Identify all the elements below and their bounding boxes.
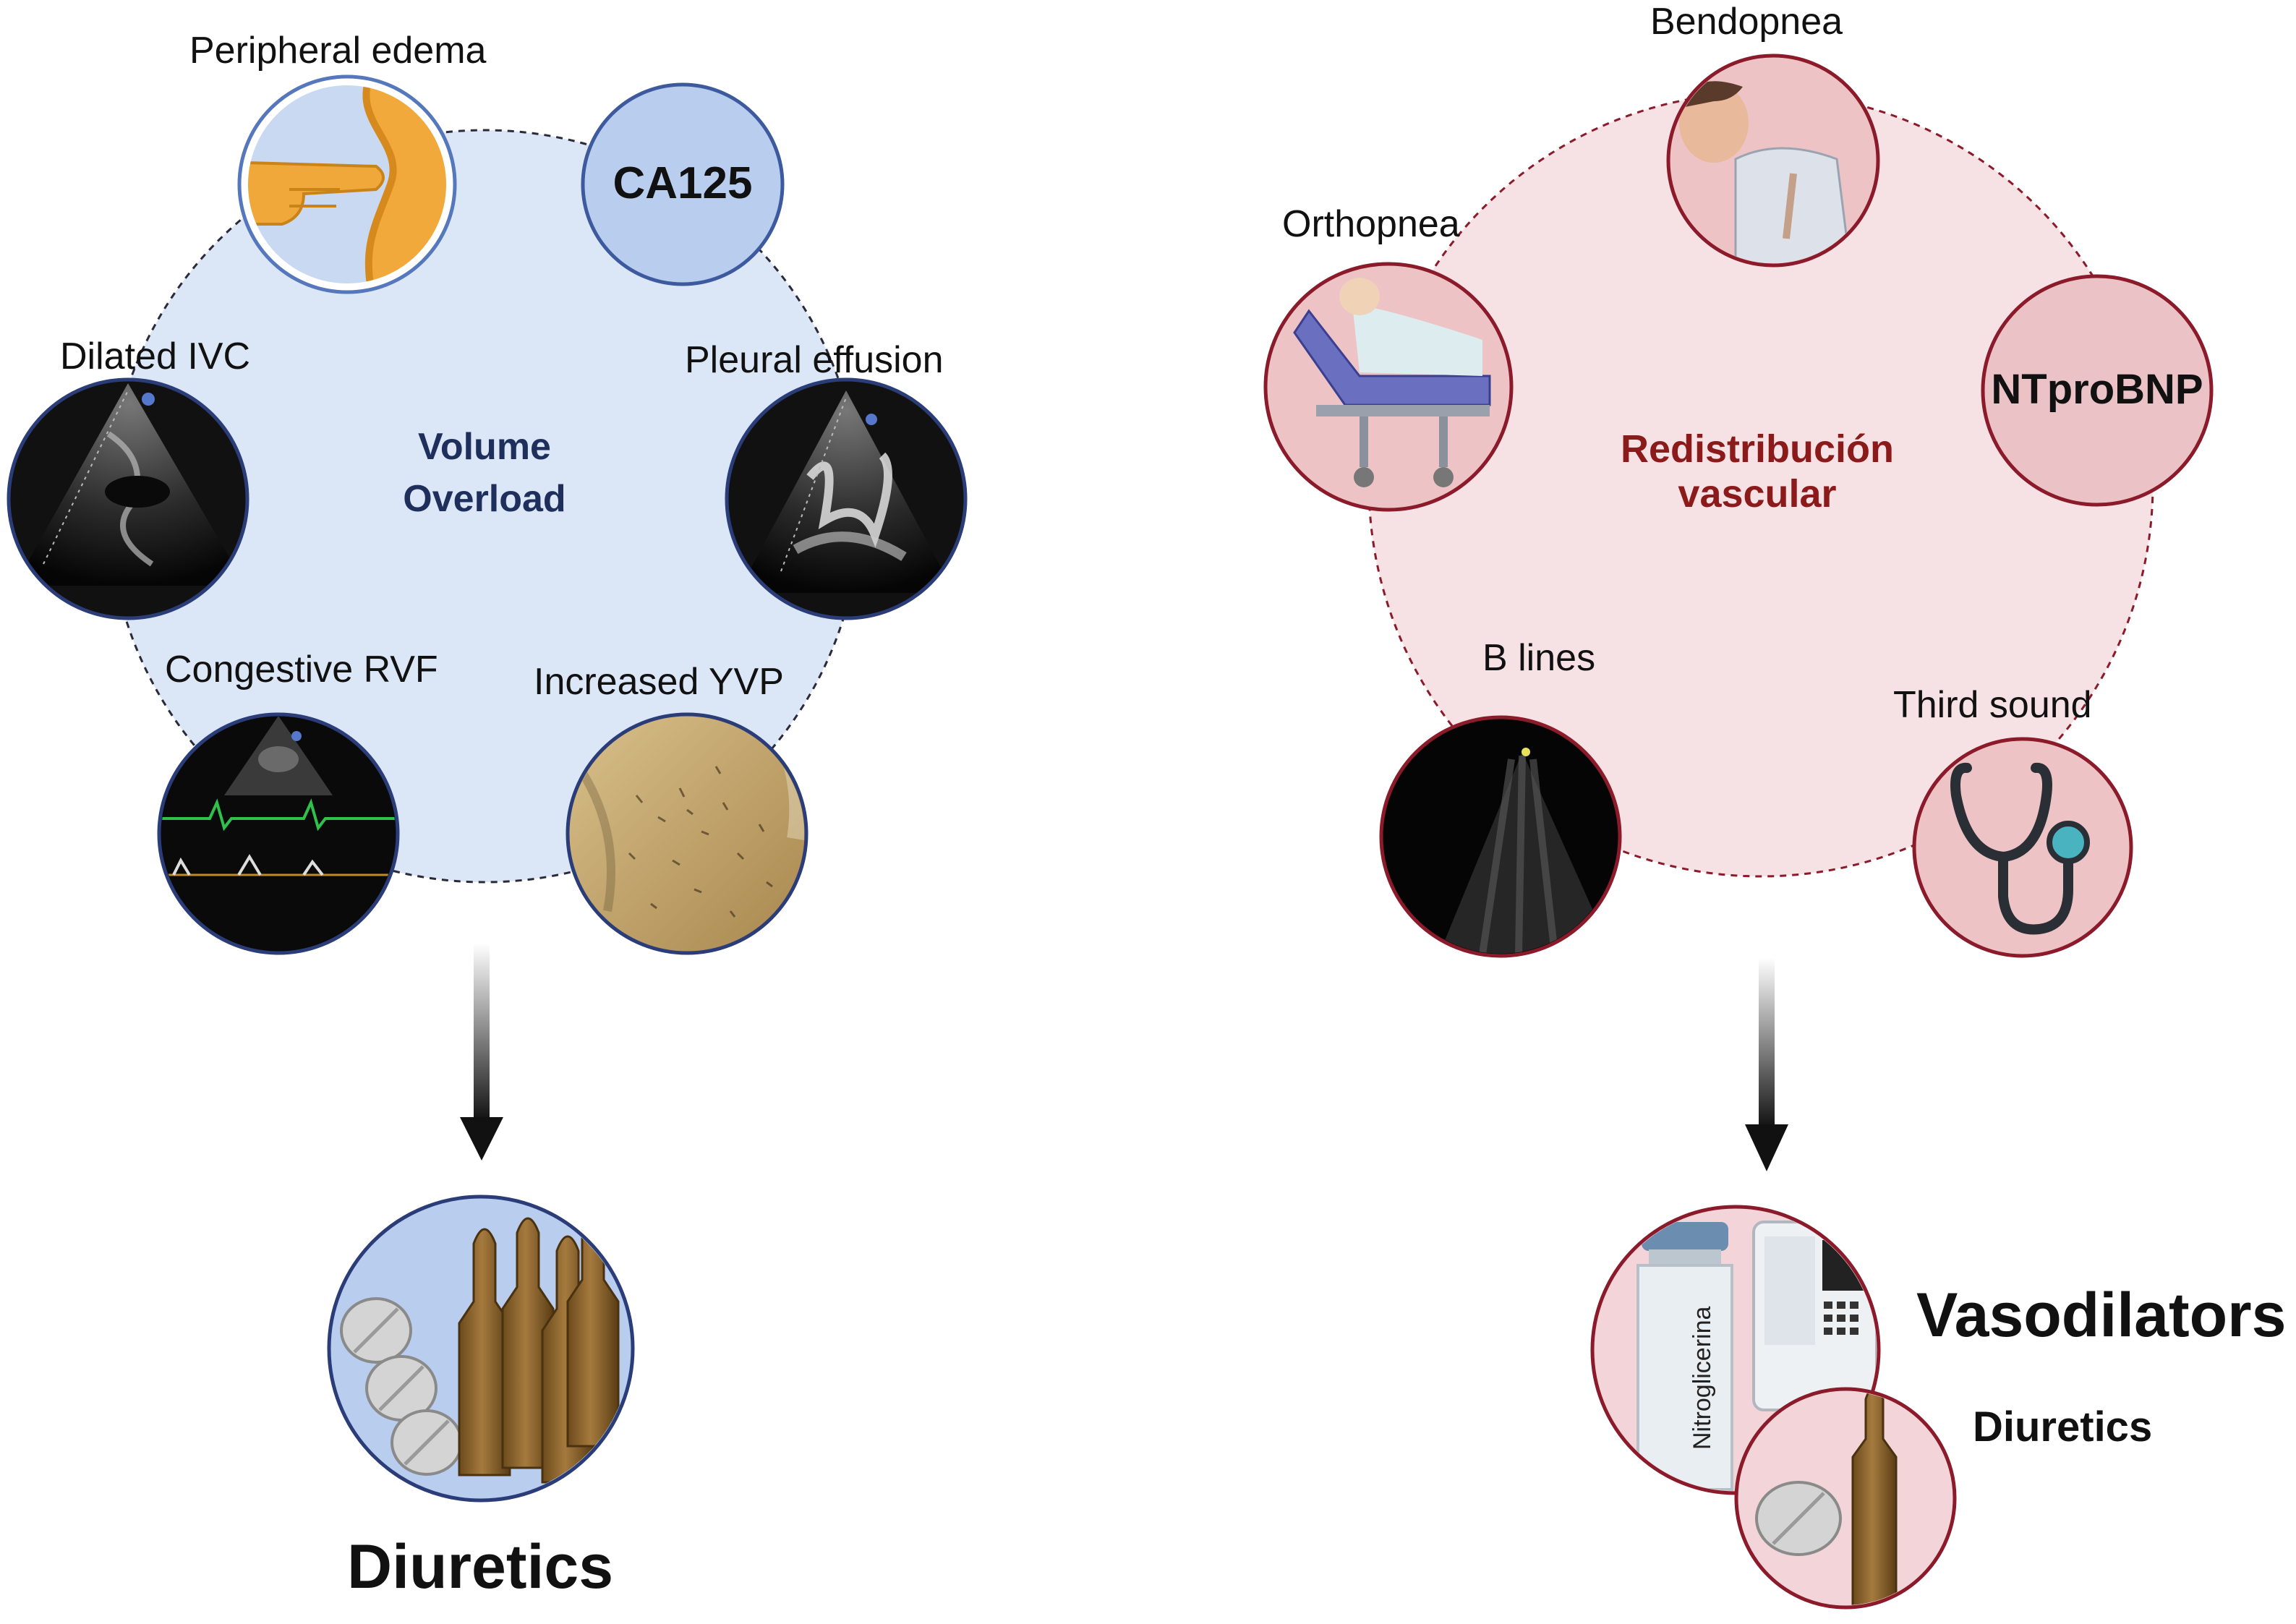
vial-icon xyxy=(1636,1264,1733,1491)
vasodilators-label: Vasodilators xyxy=(1916,1281,2287,1350)
congestive-rvf-doppler xyxy=(157,712,400,955)
ca125-node xyxy=(581,82,785,286)
orthopnea-illustration xyxy=(1263,262,1514,512)
congestive-rvf-label: Congestive RVF xyxy=(165,649,438,691)
third-sound-label: Third sound xyxy=(1893,684,2092,726)
stethoscope-illustration xyxy=(1912,737,2133,958)
increased-yvp-label: Increased YVP xyxy=(534,661,784,703)
pleural-effusion-ultrasound xyxy=(725,377,968,620)
increased-yvp-photo xyxy=(566,712,808,955)
arrow-to-diuretics xyxy=(460,944,503,1161)
peripheral-edema-label: Peripheral edema xyxy=(189,30,487,72)
b-lines-label: B lines xyxy=(1482,637,1596,679)
pleural-effusion-label: Pleural effusion xyxy=(685,339,944,381)
pointing-hand-icon xyxy=(247,161,385,226)
pill-icon xyxy=(340,1297,463,1476)
bendopnea-label: Bendopnea xyxy=(1650,1,1843,43)
diuretics-illustration xyxy=(327,1195,635,1503)
peripheral-edema-node xyxy=(237,74,457,294)
b-lines-ultrasound xyxy=(1379,715,1622,958)
diuretics-label: Diuretics xyxy=(347,1532,614,1602)
ntprobnp-label: NTproBNP xyxy=(1991,366,2203,413)
vial-label: Nitroglicerina xyxy=(1689,1306,1716,1450)
dilated-ivc-label: Dilated IVC xyxy=(60,336,250,377)
dilated-ivc-ultrasound xyxy=(7,377,249,620)
arrow-to-vasodilators xyxy=(1745,958,1788,1171)
ampoule-icon xyxy=(458,1213,620,1484)
vasodilators-illustration xyxy=(1590,1205,1881,1495)
ca125-label: CA125 xyxy=(613,158,753,208)
diuretics-secondary-label: Diuretics xyxy=(1973,1403,2153,1450)
orthopnea-label: Orthopnea xyxy=(1282,203,1460,245)
diuretics-secondary-illustration xyxy=(1734,1387,1957,1610)
stethoscope-icon xyxy=(1950,763,2073,935)
ntprobnp-node xyxy=(1981,274,2214,507)
